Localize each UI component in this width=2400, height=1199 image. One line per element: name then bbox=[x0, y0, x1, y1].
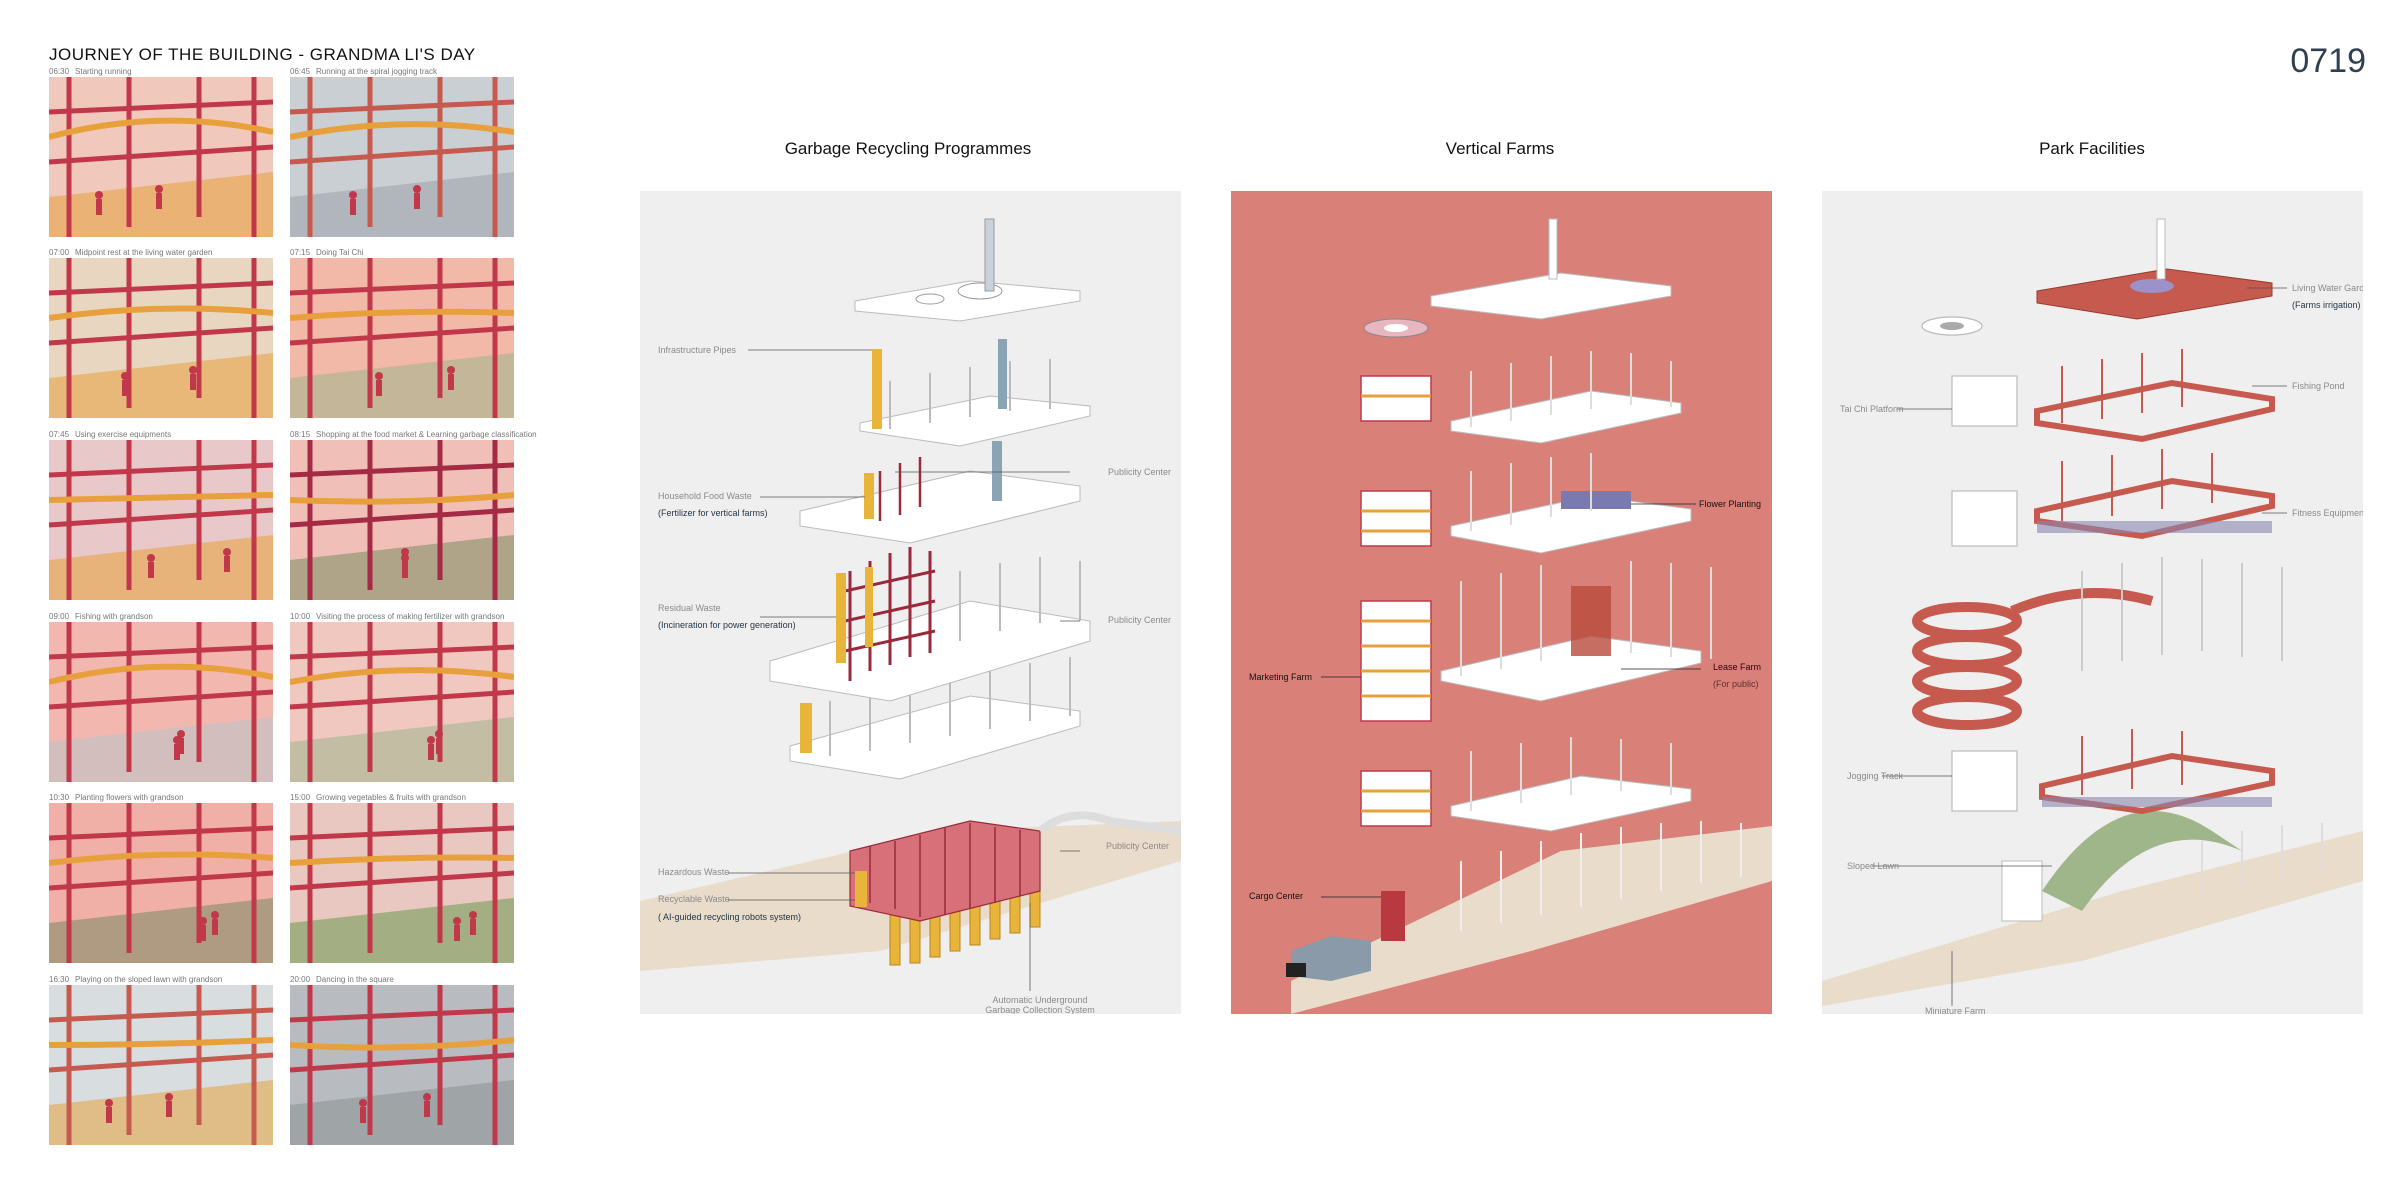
journey-activity: Dancing in the square bbox=[316, 975, 394, 984]
journey-illustration bbox=[290, 258, 514, 418]
label-tai-chi-platform: Tai Chi Platform bbox=[1840, 404, 1904, 414]
ground-plane bbox=[1822, 831, 2363, 1006]
journey-illustration bbox=[290, 77, 514, 237]
journey-time: 06:45 bbox=[290, 67, 311, 76]
journey-caption: 07:45 Using exercise equipments bbox=[49, 430, 171, 440]
journey-activity: Growing vegetables & fruits with grandso… bbox=[316, 793, 466, 802]
label-publicity-center-2: Publicity Center bbox=[1108, 615, 1172, 625]
journey-illustration bbox=[290, 985, 514, 1145]
journey-illustration bbox=[49, 440, 273, 600]
label-miniature-farm: Miniature Farm bbox=[1925, 1006, 1986, 1014]
label-cargo-center: Cargo Center bbox=[1249, 891, 1304, 901]
journey-illustration bbox=[49, 985, 273, 1145]
label-lease-note: (For public) bbox=[1713, 679, 1759, 689]
label-living-water-garden: Living Water Garden bbox=[2292, 283, 2363, 293]
ground-plane bbox=[1291, 826, 1772, 1014]
journey-activity: Using exercise equipments bbox=[75, 430, 172, 439]
journey-caption: 10:00 Visiting the process of making fert… bbox=[290, 612, 504, 622]
journey-caption: 07:00 Midpoint rest at the living water g… bbox=[49, 248, 212, 258]
journey-illustration bbox=[49, 803, 273, 963]
journey-illustration bbox=[49, 77, 273, 237]
journey-time: 07:00 bbox=[49, 248, 70, 257]
panel-title-park: Park Facilities bbox=[2039, 139, 2145, 158]
journey-caption: 08:15 Shopping at the food market & Learn… bbox=[290, 430, 537, 440]
garbage-recycling-diagram: Infrastructure Pipes Household Food Wast… bbox=[640, 191, 1181, 1014]
journey-time: 07:15 bbox=[290, 248, 311, 257]
journey-illustration bbox=[49, 622, 273, 782]
sheet-number: 0719 bbox=[2290, 42, 2366, 80]
label-infrastructure-pipes: Infrastructure Pipes bbox=[658, 345, 737, 355]
journey-illustration bbox=[290, 440, 514, 600]
label-underground-line1: Automatic Underground bbox=[992, 995, 1088, 1005]
journey-activity: Planting flowers with grandson bbox=[75, 793, 184, 802]
panel-title-garbage: Garbage Recycling Programmes bbox=[784, 139, 1032, 158]
journey-activity: Starting running bbox=[75, 67, 132, 76]
journey-time: 16:30 bbox=[49, 975, 70, 984]
journey-time: 15:00 bbox=[290, 793, 311, 802]
label-jogging-track: Jogging Track bbox=[1847, 771, 1904, 781]
panel-title-farms: Vertical Farms bbox=[1445, 139, 1555, 158]
label-incineration-note: (Incineration for power generation) bbox=[658, 620, 796, 630]
journey-activity: Shopping at the food market & Learning g… bbox=[316, 430, 537, 439]
journey-time: 10:00 bbox=[290, 612, 311, 621]
label-underground-line2: Garbage Collection System bbox=[985, 1005, 1095, 1014]
label-marketing-farm: Marketing Farm bbox=[1249, 672, 1313, 682]
park-facilities-diagram: Living Water Garden (Farms irrigation) F… bbox=[1822, 191, 2363, 1014]
label-fertilizer-note: (Fertilizer for vertical farms) bbox=[658, 508, 768, 518]
label-household-food-waste: Household Food Waste bbox=[658, 491, 752, 501]
label-sloped-lawn: Sloped Lawn bbox=[1847, 861, 1900, 871]
journey-activity: Doing Tai Chi bbox=[316, 248, 364, 257]
journey-time: 07:45 bbox=[49, 430, 70, 439]
journey-time: 10:30 bbox=[49, 793, 70, 802]
journey-time: 06:30 bbox=[49, 67, 70, 76]
journey-illustration bbox=[49, 258, 273, 418]
label-residual-waste: Residual Waste bbox=[658, 603, 721, 613]
journey-activity: Playing on the sloped lawn with grandson bbox=[75, 975, 223, 984]
label-farms-irrigation: (Farms irrigation) bbox=[2292, 300, 2361, 310]
journey-illustration bbox=[290, 803, 514, 963]
label-recyclable-waste: Recyclable Waste bbox=[658, 894, 730, 904]
journey-caption: 06:30 Starting running bbox=[49, 67, 132, 77]
label-fishing-pond: Fishing Pond bbox=[2292, 381, 2345, 391]
journey-activity: Midpoint rest at the living water garden bbox=[75, 248, 213, 257]
journey-caption: 15:00 Growing vegetables & fruits with gr… bbox=[290, 793, 466, 803]
journey-caption: 09:00 Fishing with grandson bbox=[49, 612, 153, 622]
label-flower-planting: Flower Planting bbox=[1699, 499, 1762, 509]
journey-time: 09:00 bbox=[49, 612, 70, 621]
journey-time: 08:15 bbox=[290, 430, 311, 439]
label-publicity-center-3: Publicity Center bbox=[1106, 841, 1170, 851]
journey-time: 20:00 bbox=[290, 975, 311, 984]
vertical-farms-diagram: Flower Planting Marketing Farm Lease Far… bbox=[1231, 191, 1772, 1014]
label-publicity-center-1: Publicity Center bbox=[1108, 467, 1172, 477]
journey-activity: Fishing with grandson bbox=[75, 612, 153, 621]
page-title: JOURNEY OF THE BUILDING - GRANDMA LI'S D… bbox=[49, 45, 476, 64]
label-robots-note: ( AI-guided recycling robots system) bbox=[658, 912, 802, 922]
label-hazardous-waste: Hazardous Waste bbox=[658, 867, 730, 877]
journey-activity: Running at the spiral jogging track bbox=[316, 67, 437, 76]
journey-caption: 10:30 Planting flowers with grandson bbox=[49, 793, 184, 803]
label-lease-farm: Lease Farm bbox=[1713, 662, 1762, 672]
journey-caption: 16:30 Playing on the sloped lawn with gra… bbox=[49, 975, 222, 985]
journey-caption: 06:45 Running at the spiral jogging track bbox=[290, 67, 437, 77]
journey-illustration bbox=[290, 622, 514, 782]
journey-caption: 20:00 Dancing in the square bbox=[290, 975, 394, 985]
label-fitness-equipments: Fitness Equipments bbox=[2292, 508, 2363, 518]
journey-activity: Visiting the process of making fertilize… bbox=[316, 612, 505, 621]
journey-caption: 07:15 Doing Tai Chi bbox=[290, 248, 363, 258]
